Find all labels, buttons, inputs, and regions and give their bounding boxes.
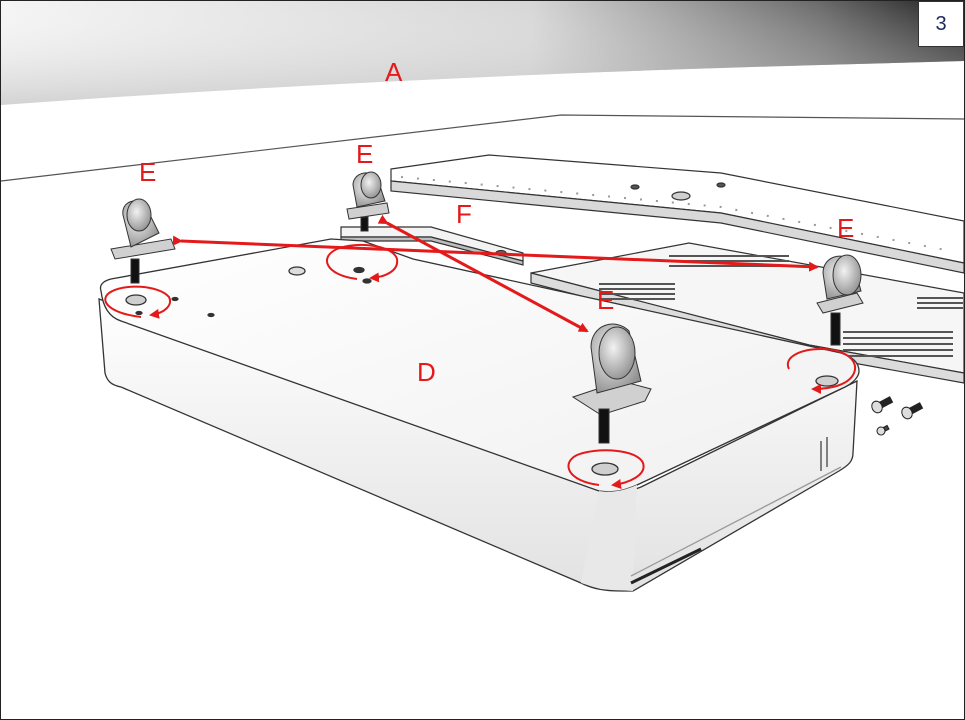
label-e-1: E xyxy=(139,157,157,187)
step-number: 3 xyxy=(935,12,947,35)
caster-socket-1 xyxy=(125,294,147,306)
label-e-2: E xyxy=(356,139,374,169)
base-hole-5 xyxy=(207,312,215,318)
step-number-badge: 3 xyxy=(918,1,964,47)
rotation-arrow-3 xyxy=(567,449,645,489)
floor-line xyxy=(1,114,964,182)
label-e-4: E xyxy=(597,285,615,315)
base-hole-6 xyxy=(135,310,143,316)
arrow-caster2-to-caster3 xyxy=(377,214,589,333)
rotation-arrow-4 xyxy=(786,347,856,394)
label-f: F xyxy=(456,199,472,229)
caster-wheel-2 xyxy=(346,171,390,232)
vent-grille-4 xyxy=(917,297,963,309)
caster-wheel-1 xyxy=(110,198,176,284)
base-hole-4 xyxy=(171,296,179,302)
label-d: D xyxy=(417,357,436,387)
vent-grille-2 xyxy=(599,283,675,300)
caster-socket-2 xyxy=(591,462,619,476)
swap-arrows xyxy=(172,214,819,333)
screws xyxy=(871,396,924,436)
label-a: A xyxy=(385,57,403,87)
caster-wheel-4 xyxy=(816,254,864,346)
rotation-arrow-1 xyxy=(104,285,171,319)
base-hole-1 xyxy=(288,266,306,276)
base-hole-3 xyxy=(362,278,372,284)
wall-shade xyxy=(1,1,964,105)
vent-grille-3 xyxy=(843,331,953,357)
caster-socket-3 xyxy=(815,375,839,387)
base-hole-2 xyxy=(353,266,365,274)
caster-wheel-3 xyxy=(571,323,652,444)
base-plinth xyxy=(98,238,860,592)
label-e-3: E xyxy=(837,213,855,243)
